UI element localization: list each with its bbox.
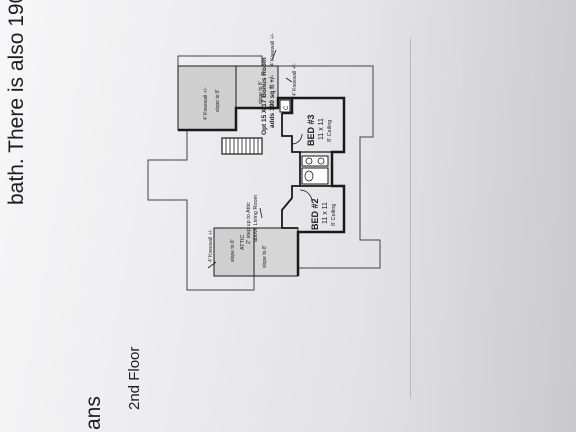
kneewall-label-1: 4' Kneewall +/- <box>203 87 209 120</box>
sink <box>305 157 313 165</box>
attic-step-label: 2' step up to Attic <box>246 202 252 244</box>
page-divider <box>410 38 411 398</box>
hall-walls <box>281 113 301 229</box>
slope-area-top-right <box>235 65 279 109</box>
kneewall-label-3: 4' Kneewall +/- <box>292 63 298 96</box>
vanity <box>301 155 329 167</box>
leader-arrow-4 <box>207 261 217 269</box>
bed3-name: BED #3 <box>306 114 316 146</box>
door-swing <box>299 189 313 203</box>
door-swing-2 <box>291 133 303 145</box>
bonus-room-walls <box>178 96 294 132</box>
slope-area-top <box>177 65 237 131</box>
slope-label-2: slope to 8' <box>258 81 264 104</box>
closet-mark: C <box>284 105 290 110</box>
toilet <box>304 170 314 182</box>
attic-step-label-2: above Living Room <box>253 194 259 242</box>
slope-label-4: slope to 8' <box>262 245 268 268</box>
closet-c <box>279 99 291 113</box>
slope-label-1: slope to 8' <box>215 89 221 112</box>
sink-2 <box>317 157 325 165</box>
page-shadow <box>360 0 576 432</box>
bonus-room-area-label: adds 190 sq ft +/- <box>269 75 276 128</box>
kneewall-label-2: 4' Kneewall +/- <box>270 33 276 66</box>
slope-area-bottom-right <box>253 227 299 277</box>
kneewall-label-4: 4' Kneewall +/- <box>208 229 214 262</box>
slope-label-3: slope to 8' <box>230 239 236 262</box>
bed2-size: 11 x 11 <box>322 202 329 224</box>
bed3-size: 11 x 11 <box>318 118 325 140</box>
bed2-name: BED #2 <box>310 198 320 230</box>
leader-arrow-2 <box>285 77 293 83</box>
attic-label: ATTIC <box>240 234 246 250</box>
bed2-ceiling: 8' Ceiling <box>331 204 337 226</box>
tub <box>301 167 329 185</box>
bed3-ceiling: 8' Ceiling <box>327 120 333 142</box>
slope-area-bottom <box>213 227 255 277</box>
bonus-room-label: Opt 15 X 17 Bonus Room <box>261 57 268 135</box>
leader-arrow <box>271 49 277 61</box>
leader-arrow-3 <box>259 207 263 219</box>
